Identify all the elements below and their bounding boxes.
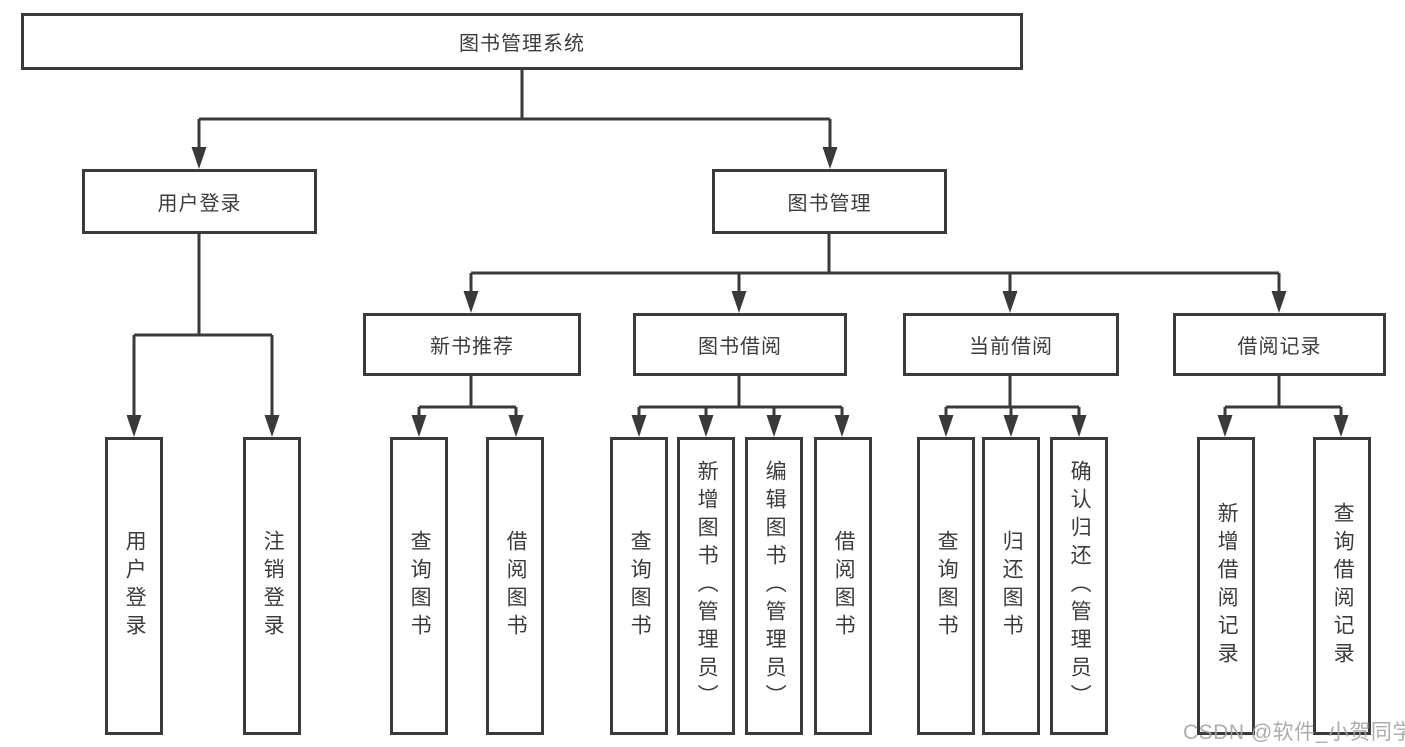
node-book-management: 图书管理 <box>712 169 947 234</box>
leaf-borrow-books-1-label: 借阅图书 <box>504 530 528 642</box>
leaf-query-borrow-record-label: 查询借阅记录 <box>1331 502 1355 670</box>
leaf-logout-label: 注销登录 <box>261 530 285 642</box>
leaf-logout: 注销登录 <box>243 437 301 735</box>
node-user-login: 用户登录 <box>82 169 317 234</box>
leaf-borrow-books-2: 借阅图书 <box>814 437 872 735</box>
node-borrow-records-label: 借阅记录 <box>1237 336 1322 358</box>
leaf-query-books-1-label: 查询图书 <box>408 530 432 642</box>
leaf-query-books-2: 查询图书 <box>610 437 668 735</box>
leaf-confirm-return-admin-label: 确认归还（管理员） <box>1068 460 1092 712</box>
leaf-user-login: 用户登录 <box>105 437 163 735</box>
node-book-borrow-label: 图书借阅 <box>698 336 782 358</box>
leaf-confirm-return-admin: 确认归还（管理员） <box>1050 437 1108 735</box>
leaf-edit-books-admin-label: 编辑图书（管理员） <box>763 460 787 712</box>
leaf-add-borrow-record: 新增借阅记录 <box>1197 437 1255 735</box>
leaf-query-books-1: 查询图书 <box>390 437 448 735</box>
arrowheads <box>126 147 1349 437</box>
node-borrow-records: 借阅记录 <box>1173 313 1386 376</box>
csdn-watermark: CSDN @软件_小贺同学 <box>1183 721 1405 744</box>
leaf-add-books-admin-label: 新增图书（管理员） <box>695 460 719 712</box>
leaf-borrow-books-1: 借阅图书 <box>486 437 544 735</box>
node-current-borrow: 当前借阅 <box>903 313 1119 376</box>
leaf-user-login-label: 用户登录 <box>123 530 147 642</box>
node-new-book-recommend-label: 新书推荐 <box>430 336 514 358</box>
leaf-add-books-admin: 新增图书（管理员） <box>677 437 735 735</box>
leaf-add-borrow-record-label: 新增借阅记录 <box>1215 502 1239 670</box>
node-new-book-recommend: 新书推荐 <box>363 313 581 376</box>
leaf-return-books-label: 归还图书 <box>1000 530 1024 642</box>
leaf-query-borrow-record: 查询借阅记录 <box>1313 437 1371 735</box>
connector-paths <box>132 69 1343 418</box>
node-user-login-label: 用户登录 <box>157 193 242 215</box>
leaf-query-books-3: 查询图书 <box>917 437 975 735</box>
leaf-edit-books-admin: 编辑图书（管理员） <box>745 437 803 735</box>
node-root-system: 图书管理系统 <box>21 13 1023 70</box>
leaf-query-books-3-label: 查询图书 <box>935 530 959 642</box>
node-book-management-label: 图书管理 <box>787 193 872 215</box>
leaf-borrow-books-2-label: 借阅图书 <box>832 530 856 642</box>
leaf-query-books-2-label: 查询图书 <box>628 530 652 642</box>
leaf-return-books: 归还图书 <box>982 437 1040 735</box>
node-current-borrow-label: 当前借阅 <box>969 336 1053 358</box>
node-root-label: 图书管理系统 <box>459 33 585 55</box>
node-book-borrow: 图书借阅 <box>633 313 847 376</box>
